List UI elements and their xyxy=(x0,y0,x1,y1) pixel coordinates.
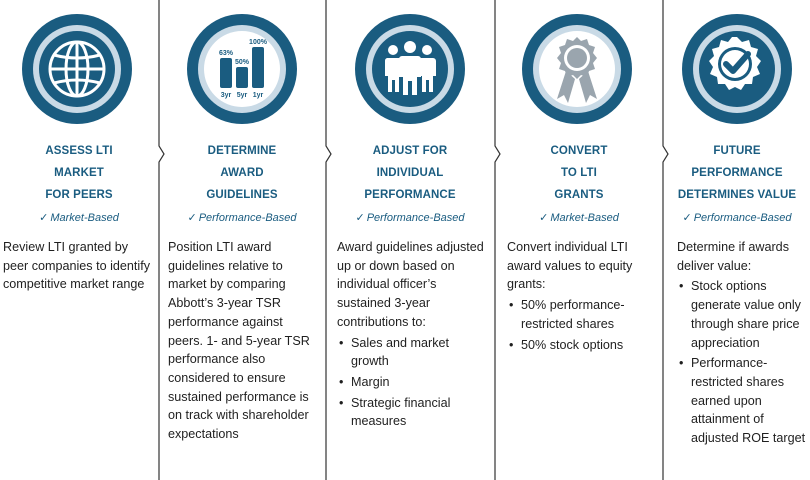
step-5-body: Determine if awards deliver value: Stock… xyxy=(677,238,810,448)
step-5-tag: ✓Performance-Based xyxy=(682,212,792,224)
step-4-icon-circle xyxy=(515,7,639,131)
people-icon xyxy=(355,14,465,124)
bar-5yr xyxy=(236,67,248,88)
step-4-tag: ✓Market-Based xyxy=(539,212,619,224)
step-1-heading: ASSESS LTI MARKET FOR PEERS xyxy=(45,145,113,201)
bar-5yr-label: 5yr xyxy=(237,92,248,99)
step-convert-grants: CONVERT TO LTI GRANTS ✓Market-Based Conv… xyxy=(496,0,662,480)
step-determine-guidelines: 63% 50% 100% 3yr 5yr 1yr DETERMINE AWARD… xyxy=(160,0,324,480)
bar-3yr xyxy=(220,58,232,88)
step-5-heading: FUTURE PERFORMANCE DETERMINES VALUE xyxy=(677,145,797,201)
divider-2 xyxy=(319,0,333,480)
step-assess-market: ASSESS LTI MARKET FOR PEERS ✓Market-Base… xyxy=(0,0,158,480)
check-badge-icon xyxy=(682,14,792,124)
step-3-icon-circle xyxy=(348,7,472,131)
step-3-body: Award guidelines adjusted up or down bas… xyxy=(337,238,489,431)
step-1-tag: ✓Market-Based xyxy=(39,212,119,224)
step-2-heading: DETERMINE AWARD GUIDELINES xyxy=(206,145,278,201)
step-4-bullets: 50% performance-restricted shares 50% st… xyxy=(507,296,651,354)
bar-1yr-value: 100% xyxy=(249,39,268,46)
divider-4 xyxy=(656,0,670,480)
award-ribbon-icon xyxy=(522,14,632,124)
globe-icon xyxy=(22,14,132,124)
step-5-bullets: Stock options generate value only throug… xyxy=(677,277,810,447)
step-5-icon-circle xyxy=(675,7,799,131)
step-2-tag: ✓Performance-Based xyxy=(187,212,297,224)
list-item: Sales and market growth xyxy=(337,334,489,371)
checkmark-icon: ✓ xyxy=(682,212,692,224)
step-4-body: Convert individual LTI award values to e… xyxy=(507,238,651,354)
step-2-icon-circle: 63% 50% 100% 3yr 5yr 1yr xyxy=(180,7,304,131)
checkmark-icon: ✓ xyxy=(539,212,549,224)
checkmark-icon: ✓ xyxy=(355,212,365,224)
list-item: Margin xyxy=(337,373,489,392)
step-3-heading: ADJUST FOR INDIVIDUAL PERFORMANCE xyxy=(364,145,456,201)
bar-3yr-value: 63% xyxy=(219,50,234,57)
bar-3yr-label: 3yr xyxy=(221,92,232,99)
divider-3 xyxy=(488,0,502,480)
bar-1yr xyxy=(252,47,264,88)
step-1-icon-circle xyxy=(15,7,139,131)
checkmark-icon: ✓ xyxy=(187,212,197,224)
list-item: 50% performance-restricted shares xyxy=(507,296,651,333)
step-future-performance: FUTURE PERFORMANCE DETERMINES VALUE ✓Per… xyxy=(664,0,810,480)
step-4-heading: CONVERT TO LTI GRANTS xyxy=(550,145,608,201)
bar-5yr-value: 50% xyxy=(235,59,250,66)
list-item: Stock options generate value only throug… xyxy=(677,277,810,352)
bar-1yr-label: 1yr xyxy=(253,92,264,99)
list-item: Strategic financial measures xyxy=(337,394,489,431)
step-3-tag: ✓Performance-Based xyxy=(355,212,465,224)
step-adjust-performance: ADJUST FOR INDIVIDUAL PERFORMANCE ✓Perfo… xyxy=(327,0,493,480)
checkmark-icon: ✓ xyxy=(39,212,49,224)
divider-1 xyxy=(152,0,166,480)
list-item: Performance-restricted shares earned upo… xyxy=(677,354,810,448)
list-item: 50% stock options xyxy=(507,336,651,355)
step-2-body: Position LTI award guidelines relative t… xyxy=(168,240,310,442)
step-1-body: Review LTI granted by peer companies to … xyxy=(3,240,151,292)
bar-chart-icon: 63% 50% 100% 3yr 5yr 1yr xyxy=(187,14,297,124)
step-3-bullets: Sales and market growth Margin Strategic… xyxy=(337,334,489,432)
